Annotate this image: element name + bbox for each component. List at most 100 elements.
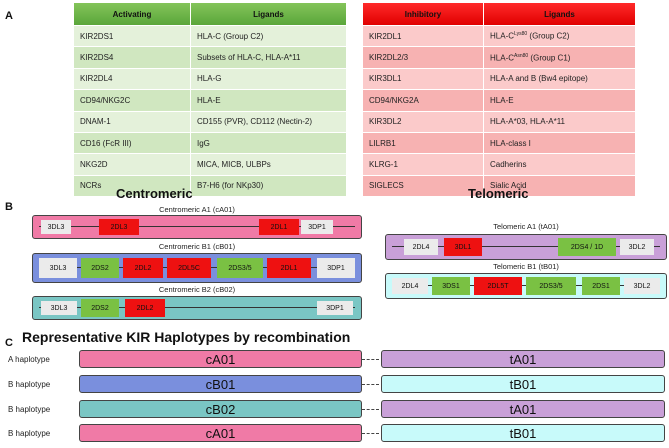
- recombination-link: [362, 384, 379, 385]
- gene-3dl3: 3DL3: [41, 301, 77, 315]
- telomeric-title: Telomeric: [468, 186, 529, 201]
- ligand-cell: HLA-A*03, HLA-A*11: [483, 110, 636, 133]
- centromeric-bar: cA01: [79, 350, 362, 368]
- section-c-title: Representative KIR Haplotypes by recombi…: [22, 329, 351, 345]
- telomeric-bar: tA01: [381, 400, 665, 418]
- chromosome-line: [39, 307, 355, 308]
- inhibitory-header: Inhibitory: [363, 3, 484, 26]
- row-label: A haplotype: [8, 355, 50, 364]
- ligand-cell: B7-H6 (for NKp30): [190, 174, 347, 197]
- activating-ligands-header: Ligands: [190, 3, 347, 26]
- haplotype-title-tb01: Telomeric B1 (tB01): [493, 262, 559, 271]
- receptor-cell: DNAM-1: [74, 110, 191, 133]
- gene-2ds3-5: 2DS3/5: [526, 277, 576, 295]
- haplotype-cb02: 3DL3 2DS2 2DL2 3DP1: [32, 296, 362, 320]
- panel-label-b: B: [5, 201, 13, 213]
- receptor-cell: KIR2DS1: [74, 24, 191, 47]
- receptor-cell: NKG2D: [74, 153, 191, 176]
- ligand-cell: HLA-G: [190, 67, 347, 90]
- haplotype-title-ta01: Telomeric A1 (tA01): [493, 222, 559, 231]
- ligand-cell: HLA-CLys80 (Group C2): [483, 24, 636, 47]
- ligand-cell: Subsets of HLA-C, HLA-A*11: [190, 46, 347, 69]
- receptor-cell: KIR2DL4: [74, 67, 191, 90]
- gene-3dl3: 3DL3: [39, 258, 77, 278]
- centromeric-bar: cB01: [79, 375, 362, 393]
- haplotype-tb01: 2DL4 3DS1 2DL5T 2DS3/5 2DS1 3DL2: [385, 273, 667, 299]
- telomeric-bar: tB01: [381, 375, 665, 393]
- gene-3ds1: 3DS1: [432, 277, 470, 295]
- gene-2dl4: 2DL4: [392, 278, 428, 294]
- receptor-cell: KIR3DL2: [363, 110, 484, 133]
- gene-2dl4: 2DL4: [404, 239, 438, 255]
- receptor-cell: LILRB1: [363, 131, 484, 154]
- ligand-cell: HLA-E: [483, 89, 636, 112]
- recombination-link: [362, 359, 379, 360]
- gene-2dl1: 2DL1: [267, 258, 311, 278]
- ligand-cell: HLA-CAsn80 (Group C1): [483, 46, 636, 69]
- inhibitory-ligands-header: Ligands: [483, 3, 636, 26]
- ligand-superscript: Asn80: [514, 52, 529, 59]
- table-row: CD16 (FcR III)IgG: [74, 131, 347, 154]
- receptor-cell: CD94/NKG2A: [363, 89, 484, 112]
- receptor-cell: KIR2DS4: [74, 46, 191, 69]
- panel-label-a: A: [5, 10, 13, 22]
- gene-2ds2: 2DS2: [81, 258, 119, 278]
- gene-2ds2: 2DS2: [81, 299, 119, 317]
- receptor-cell: KIR2DL1: [363, 24, 484, 47]
- ligand-superscript: Lys80: [514, 31, 528, 38]
- telomeric-bar: tB01: [381, 424, 665, 442]
- centromeric-title: Centromeric: [116, 186, 193, 201]
- row-label: B haplotype: [8, 405, 51, 414]
- receptor-cell: KLRG-1: [363, 153, 484, 176]
- gene-3dl2: 3DL2: [620, 239, 654, 255]
- haplotype-title-cb02: Centromeric B2 (cB02): [158, 285, 236, 294]
- receptor-cell: KIR3DL1: [363, 67, 484, 90]
- activating-header: Activating: [74, 3, 191, 26]
- receptor-cell: CD16 (FcR III): [74, 131, 191, 154]
- row-label: B haplotype: [8, 380, 51, 389]
- centromeric-bar: cA01: [79, 424, 362, 442]
- receptor-cell: SIGLECS: [363, 174, 484, 197]
- telomeric-bar: tA01: [381, 350, 665, 368]
- ligand-group: (Group C2): [527, 32, 570, 42]
- ligand-cell: Sialic Acid: [483, 174, 636, 197]
- panel-label-c: C: [5, 337, 13, 349]
- gene-3dl2: 3DL2: [624, 278, 660, 294]
- gene-3dl3: 3DL3: [41, 220, 71, 234]
- chromosome-line: [392, 246, 660, 247]
- ligand-cell: HLA-A and B (Bw4 epitope): [483, 67, 636, 90]
- gene-3dp1: 3DP1: [301, 220, 333, 234]
- ligand-cell: MICA, MICB, ULBPs: [190, 153, 347, 176]
- haplotype-ta01: 2DL4 3DL1 2DS4 / 1D 3DL2: [385, 234, 667, 260]
- recombination-link: [362, 409, 379, 410]
- haplotype-title-ca01: Centromeric A1 (cA01): [159, 205, 235, 214]
- ligand-cell: HLA-C (Group C2): [190, 24, 347, 47]
- row-label: B haplotype: [8, 429, 51, 438]
- haplotype-cb01: 3DL3 2DS2 2DL2 2DL5C 2DS3/5 2DL1 3DP1: [32, 253, 362, 283]
- gene-2dl5t: 2DL5T: [474, 277, 522, 295]
- ligand-text: HLA-C: [490, 32, 515, 42]
- gene-2ds1: 2DS1: [582, 277, 620, 295]
- gene-3dp1: 3DP1: [317, 258, 355, 278]
- gene-2dl3: 2DL3: [99, 219, 139, 235]
- haplotype-ca01: 3DL3 2DL3 2DL1 3DP1: [32, 215, 362, 239]
- gene-3dp1: 3DP1: [317, 301, 353, 315]
- chromosome-line: [39, 226, 355, 227]
- receptor-cell: NCRs: [74, 174, 191, 197]
